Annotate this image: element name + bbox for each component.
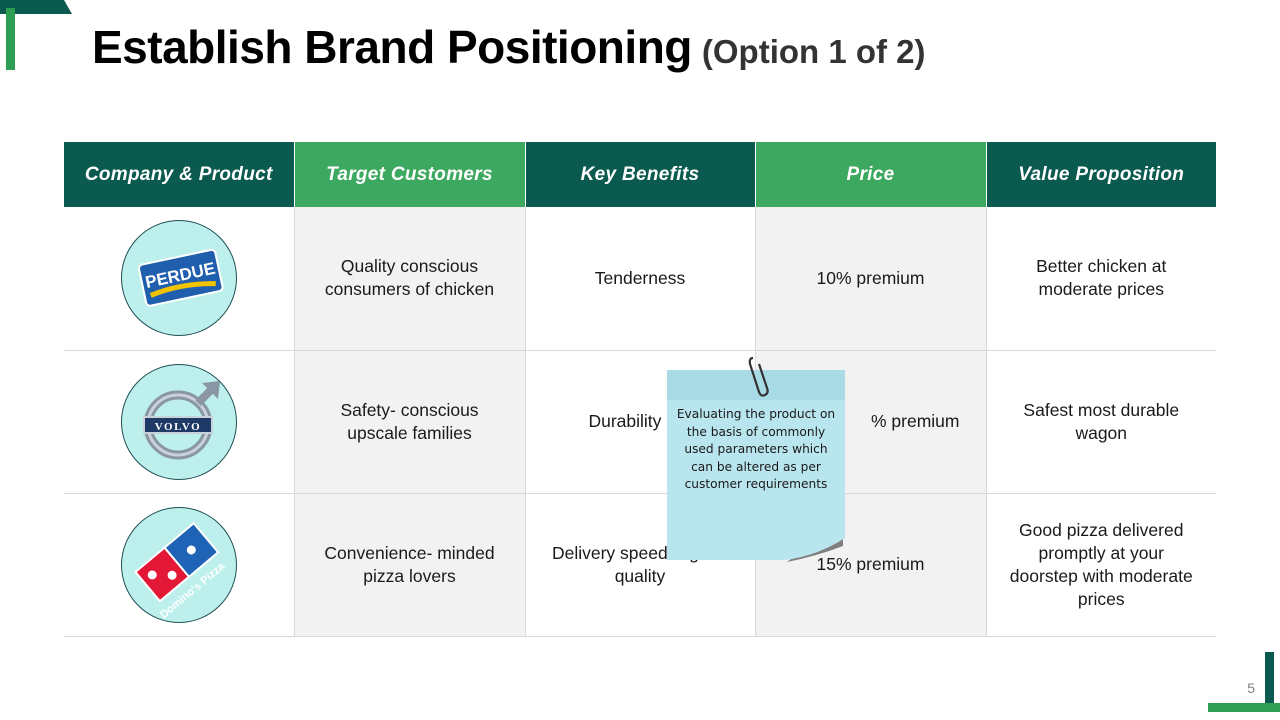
header-target-customers: Target Customers <box>294 142 526 207</box>
sticky-note-text: Evaluating the product on the basis of c… <box>676 407 836 491</box>
company-cell: Domino's Pizza <box>64 493 295 637</box>
table-header-row: Company & Product Target Customers Key B… <box>64 142 1216 207</box>
value-cell: Good pizza delivered promptly at your do… <box>986 493 1216 637</box>
positioning-table: Company & Product Target Customers Key B… <box>64 142 1216 637</box>
company-cell: PERDUE <box>64 207 295 351</box>
page-number: 5 <box>1247 680 1255 696</box>
volvo-logo: VOLVO <box>120 363 237 480</box>
paperclip-icon <box>748 356 769 397</box>
target-cell: Convenience- minded pizza lovers <box>294 493 526 637</box>
value-cell: Better chicken at moderate prices <box>986 207 1216 351</box>
volvo-logo-text: VOLVO <box>155 421 201 433</box>
table-row: Domino's Pizza Convenience- minded pizza… <box>64 493 1216 637</box>
benefits-cell: Tenderness <box>525 207 756 351</box>
table-row: VOLVO Safety- conscious upscale families… <box>64 350 1216 494</box>
company-cell: VOLVO <box>64 350 295 494</box>
title-subtitle: (Option 1 of 2) <box>701 33 926 70</box>
header-key-benefits: Key Benefits <box>525 142 756 207</box>
corner-decoration-bottom <box>1208 703 1280 712</box>
corner-decoration-left <box>6 8 15 70</box>
header-company-product: Company & Product <box>64 142 295 207</box>
table-row: PERDUE Quality conscious consumers of ch… <box>64 207 1216 351</box>
value-cell: Safest most durable wagon <box>986 350 1216 494</box>
dominos-logo: Domino's Pizza <box>120 506 237 623</box>
price-cell: 10% premium <box>755 207 987 351</box>
header-price: Price <box>755 142 987 207</box>
page-title: Establish Brand Positioning(Option 1 of … <box>92 20 926 74</box>
header-value-proposition: Value Proposition <box>986 142 1216 207</box>
corner-decoration-right <box>1265 652 1274 712</box>
target-cell: Quality conscious consumers of chicken <box>294 207 526 351</box>
perdue-logo: PERDUE <box>120 220 237 337</box>
corner-decoration-top <box>0 0 72 14</box>
sticky-note[interactable]: Evaluating the product on the basis of c… <box>667 370 845 562</box>
title-main: Establish Brand Positioning <box>92 21 692 73</box>
target-cell: Safety- conscious upscale families <box>294 350 526 494</box>
